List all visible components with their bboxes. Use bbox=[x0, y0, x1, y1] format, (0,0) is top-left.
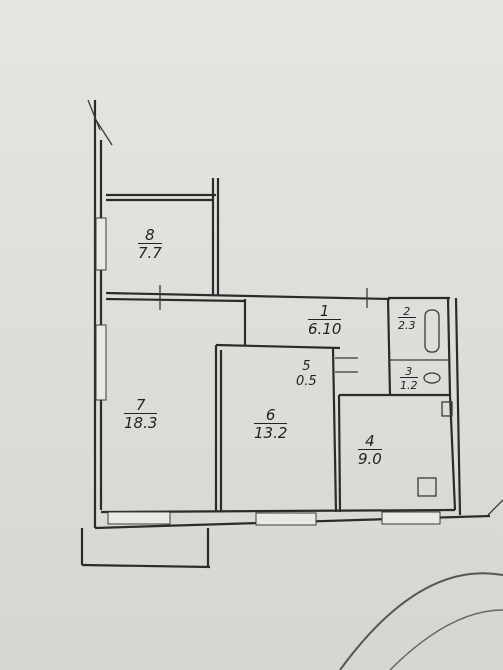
room-2-label: 2 2.3 bbox=[398, 306, 416, 331]
room-number: 4 bbox=[365, 432, 375, 450]
room-number: 3 bbox=[405, 365, 413, 378]
room-8-label: 8 7.7 bbox=[138, 228, 162, 261]
room-4-label: 4 9.0 bbox=[358, 434, 382, 467]
room-number: 7 bbox=[135, 396, 146, 414]
room-number: 5 bbox=[302, 359, 311, 374]
room-area: 9.0 bbox=[358, 449, 382, 468]
wall-mid-horizontal bbox=[105, 291, 391, 301]
window-room-7 bbox=[95, 324, 107, 401]
window-bottom-7 bbox=[107, 511, 171, 525]
room-1-label: 1 6.10 bbox=[308, 302, 342, 338]
room-area: 13.2 bbox=[254, 423, 288, 442]
room-area: 18.3 bbox=[124, 413, 158, 432]
stamp-arc-inner bbox=[389, 609, 503, 670]
room-number: 8 bbox=[145, 226, 155, 244]
room-number: 2 bbox=[403, 305, 411, 318]
room-area: 1.2 bbox=[400, 377, 418, 392]
wall-room6-4 bbox=[331, 347, 338, 513]
window-bottom-4 bbox=[381, 511, 441, 525]
window-room-8 bbox=[95, 217, 107, 271]
wall-bath-right bbox=[446, 297, 452, 396]
toilet-icon bbox=[423, 372, 441, 384]
room-number: 6 bbox=[265, 406, 276, 424]
wall-room6-top bbox=[215, 343, 341, 350]
break-mark bbox=[95, 119, 113, 146]
break-mark bbox=[487, 499, 503, 516]
room-area: 0.5 bbox=[296, 374, 317, 389]
window-bottom-6 bbox=[255, 512, 317, 526]
wall-bath-left bbox=[386, 297, 392, 396]
stove-icon bbox=[417, 477, 437, 497]
room-area: 2.3 bbox=[398, 317, 416, 332]
room-3-label: 3 1.2 bbox=[400, 366, 418, 391]
room-6-label: 6 13.2 bbox=[254, 406, 288, 442]
wall-loggia-bottom bbox=[81, 563, 211, 569]
room-area: 7.7 bbox=[138, 243, 162, 262]
bathtub-icon bbox=[424, 309, 440, 353]
wall-right bbox=[448, 394, 457, 511]
room-number: 1 bbox=[319, 302, 330, 320]
room-5-label: 5 0.5 bbox=[296, 360, 317, 388]
wall-room6-4-inner bbox=[337, 394, 342, 513]
room-area: 6.10 bbox=[308, 319, 342, 338]
sink-icon bbox=[441, 401, 453, 417]
wall-mid-horizontal-inner bbox=[105, 297, 246, 303]
stamp-arc bbox=[339, 572, 503, 670]
room-7-label: 7 18.3 bbox=[124, 396, 158, 432]
break-mark bbox=[87, 99, 101, 131]
wall-right-outer bbox=[454, 297, 462, 516]
